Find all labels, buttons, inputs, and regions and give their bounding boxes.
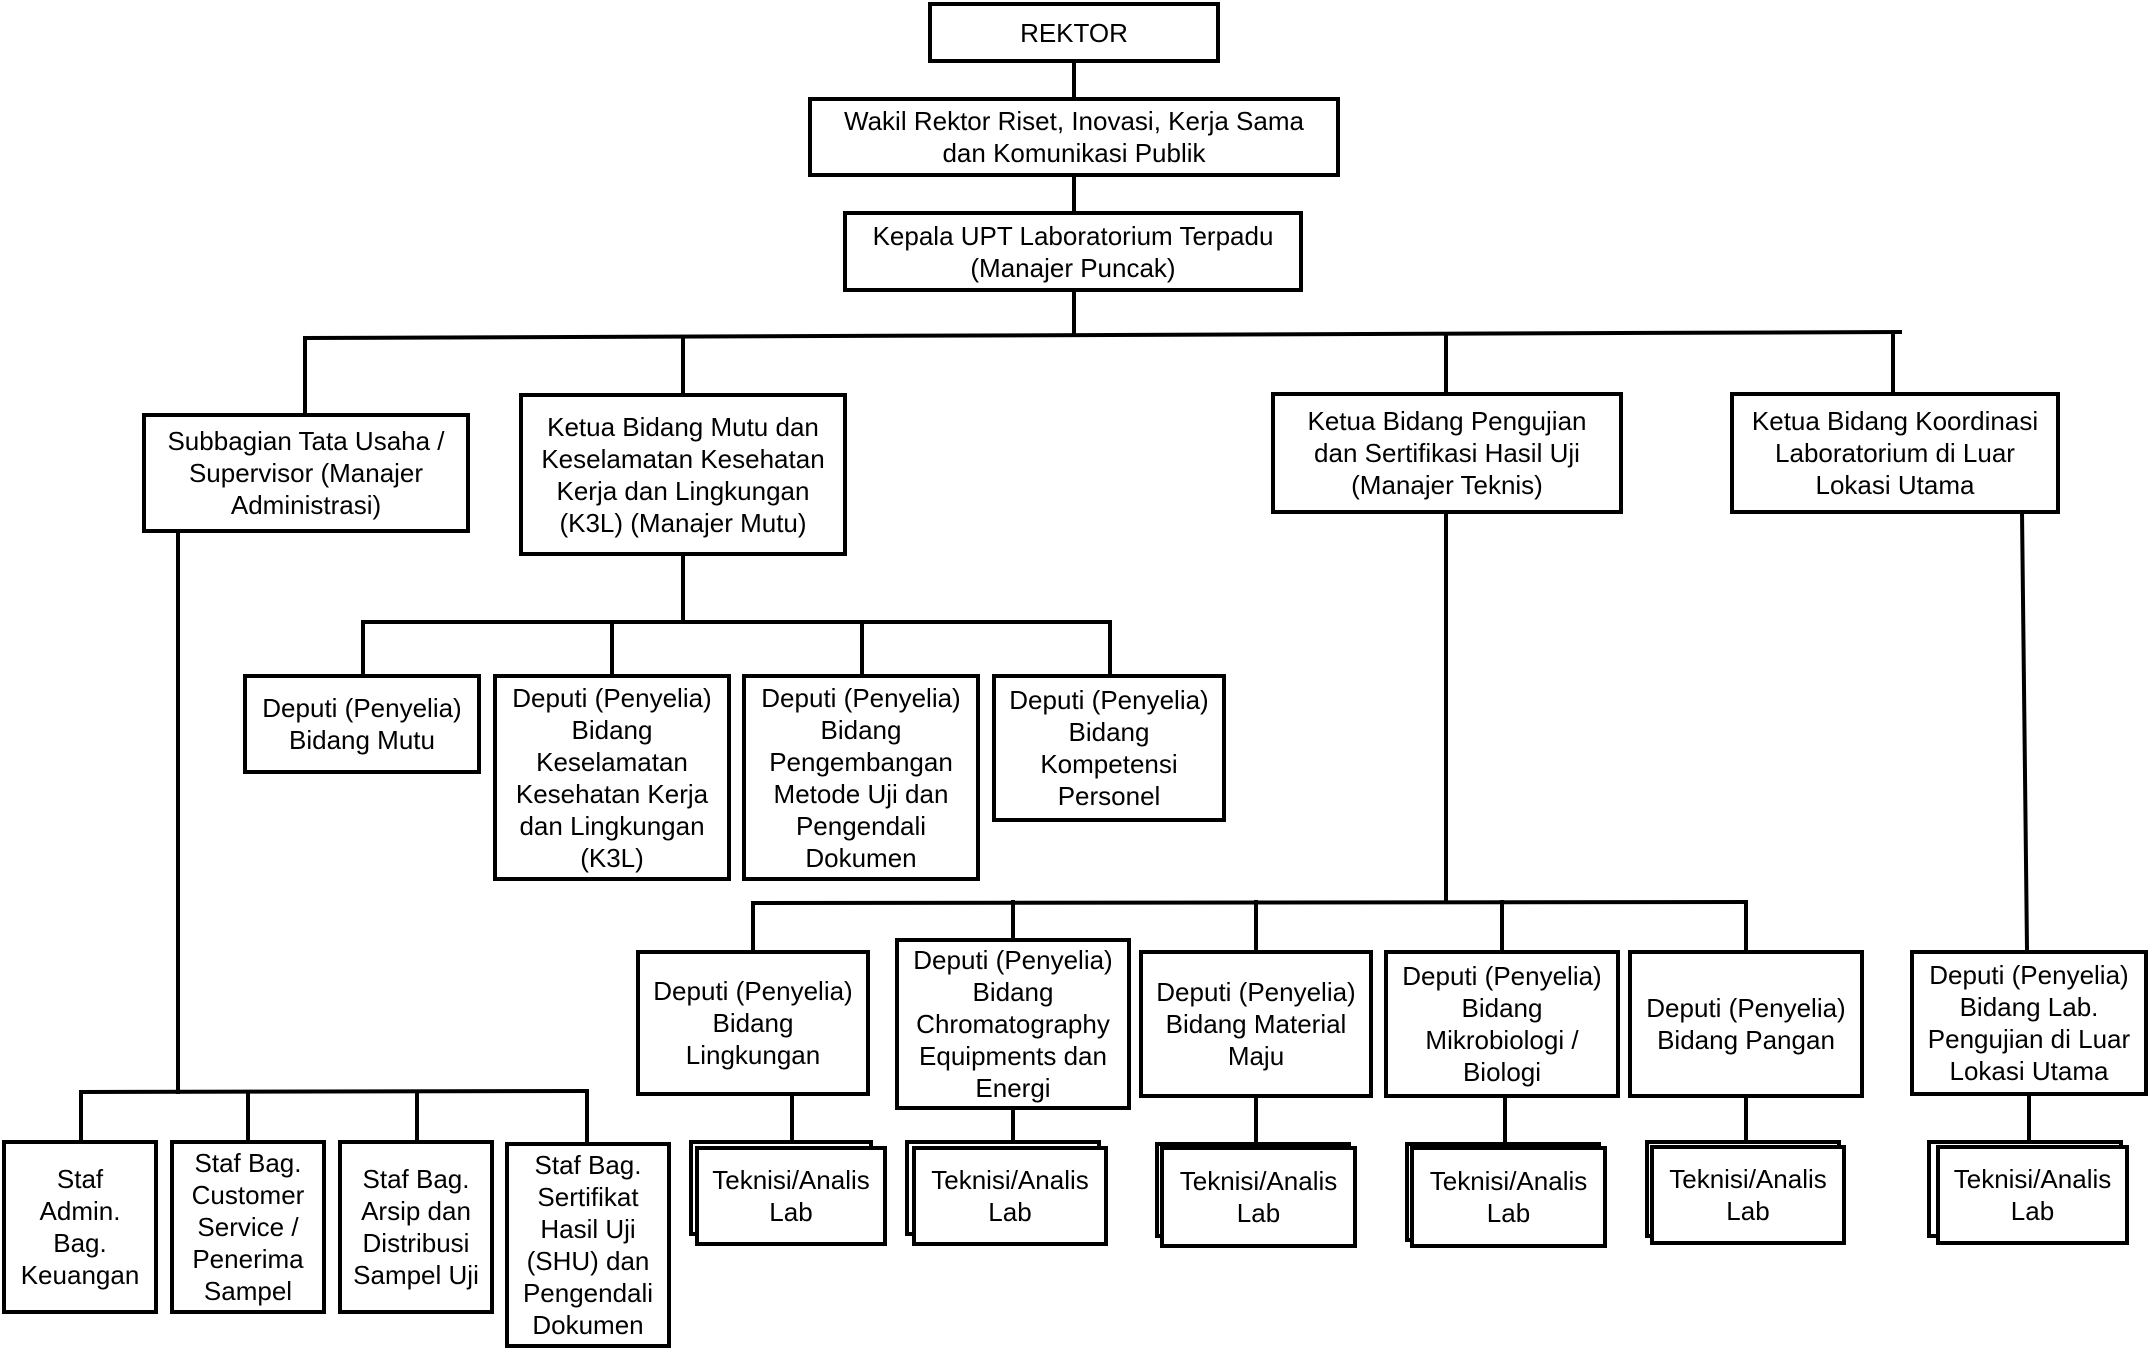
staf-keuangan-box: Staf Admin. Bag. Keuangan — [2, 1140, 158, 1314]
deputi-mikrobiologi-box: Deputi (Penyelia) Bidang Mikrobiologi / … — [1384, 950, 1620, 1098]
deputi-mutu-box: Deputi (Penyelia) Bidang Mutu — [243, 674, 481, 774]
rektor-box: REKTOR — [928, 2, 1220, 63]
deputi-metode-uji-box: Deputi (Penyelia) Bidang Pengembangan Me… — [742, 674, 980, 881]
tata-usaha-box: Subbagian Tata Usaha / Supervisor (Manaj… — [142, 413, 470, 533]
deputi-material-maju-box: Deputi (Penyelia) Bidang Material Maju — [1139, 950, 1373, 1098]
deputi-luar-lokasi-box: Deputi (Penyelia) Bidang Lab. Pengujian … — [1910, 950, 2148, 1096]
mutu-k3l-box: Ketua Bidang Mutu dan Keselamatan Keseha… — [519, 393, 847, 556]
koordinasi-box: Ketua Bidang Koordinasi Laboratorium di … — [1730, 392, 2060, 514]
wakil-rektor-box: Wakil Rektor Riset, Inovasi, Kerja Sama … — [808, 97, 1340, 177]
teknisi-pangan-box: Teknisi/Analis Lab — [1650, 1145, 1846, 1245]
deputi-chromatography-box: Deputi (Penyelia) Bidang Chromatography … — [895, 938, 1131, 1110]
staf-customer-service-box: Staf Bag. Customer Service / Penerima Sa… — [170, 1140, 326, 1314]
teknisi-material-maju-box: Teknisi/Analis Lab — [1160, 1146, 1357, 1248]
teknisi-mikrobiologi-box: Teknisi/Analis Lab — [1410, 1146, 1607, 1248]
teknisi-lingkungan-box: Teknisi/Analis Lab — [695, 1146, 887, 1246]
teknisi-luar-lokasi-box: Teknisi/Analis Lab — [1936, 1145, 2129, 1245]
staf-arsip-distribusi-box: Staf Bag. Arsip dan Distribusi Sampel Uj… — [338, 1140, 494, 1314]
deputi-k3l-box: Deputi (Penyelia) Bidang Keselamatan Kes… — [493, 674, 731, 881]
kepala-upt-box: Kepala UPT Laboratorium Terpadu (Manajer… — [843, 211, 1303, 292]
deputi-pangan-box: Deputi (Penyelia) Bidang Pangan — [1628, 950, 1864, 1098]
deputi-kompetensi-box: Deputi (Penyelia) Bidang Kompetensi Pers… — [992, 674, 1226, 822]
staf-sertifikat-shu-box: Staf Bag. Sertifikat Hasil Uji (SHU) dan… — [505, 1142, 671, 1348]
deputi-lingkungan-box: Deputi (Penyelia) Bidang Lingkungan — [636, 950, 870, 1096]
pengujian-box: Ketua Bidang Pengujian dan Sertifikasi H… — [1271, 392, 1623, 514]
teknisi-chromatography-box: Teknisi/Analis Lab — [912, 1146, 1108, 1246]
